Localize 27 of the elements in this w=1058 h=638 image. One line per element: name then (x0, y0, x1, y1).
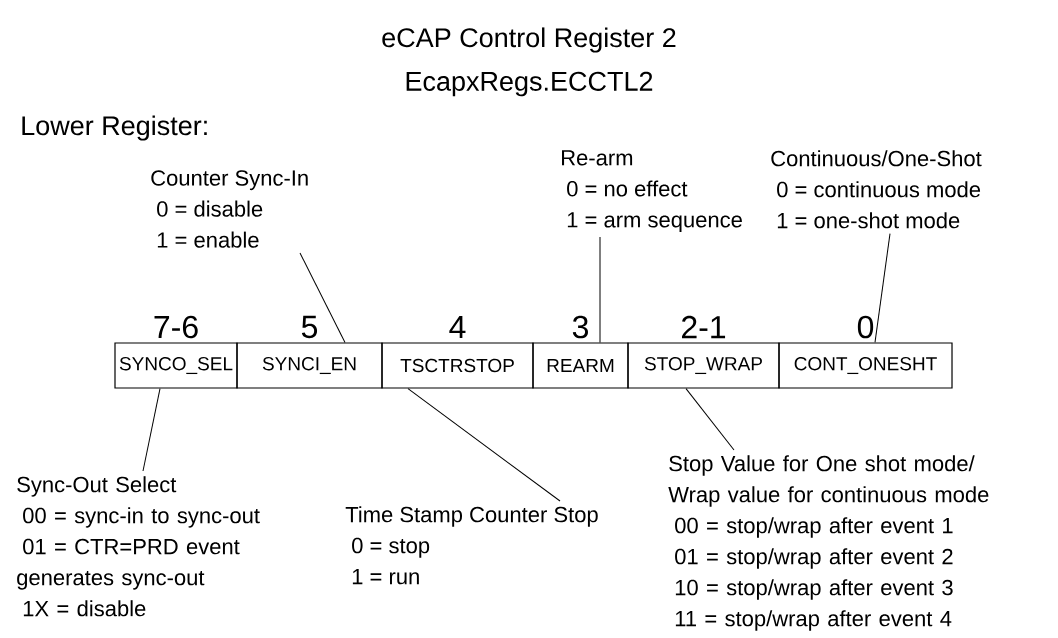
bit-number: 0 (857, 315, 874, 339)
register-name: EcapxRegs.ECCTL2 (406, 71, 653, 97)
register-field: SYNCO_SEL (114, 342, 238, 389)
bit-number: 3 (572, 315, 588, 339)
leader-line (685, 388, 735, 451)
leader-line (874, 233, 891, 343)
register-field: CONT_ONESHT (778, 342, 953, 389)
leader-line (599, 236, 601, 343)
leader-line (142, 388, 161, 472)
bit-number: 4 (449, 316, 466, 338)
register-field: SYNCI_EN (236, 342, 383, 389)
leader-line (299, 252, 346, 343)
title: eCAP Control Register 2 (382, 27, 676, 53)
bit-number: 5 (301, 315, 318, 339)
bit-description: Continuous/One-Shot 0 = continuous mode 1 = one-shot mode (771, 150, 982, 229)
register-field: TSCTRSTOP (381, 342, 534, 389)
bit-description: Stop Value for One shot mode/ Wrap value for continuous mode 00 = stop/wrap after event 1 01 = stop/wrap after event 2 10 = stop/wrap after event 3 11 = stop/wrap after event 4 (668, 455, 989, 631)
leader-line (407, 388, 561, 502)
bit-description: Counter Sync-In 0 = disable 1 = enable (151, 170, 308, 248)
bit-description: Time Stamp Counter Stop 0 = stop 1 = run (345, 506, 598, 585)
bit-number: 7-6 (154, 315, 198, 339)
register-field: STOP_WRAP (627, 342, 780, 389)
bit-description: Re-arm 0 = no effect 1 = arm sequence (562, 150, 742, 232)
register-field: REARM (532, 342, 629, 389)
bit-description: Sync-Out Select 00 = sync-in to sync-out 01 = CTR=PRD event generates sync-out 1X = disable (17, 476, 260, 617)
section-heading: Lower Register: (22, 115, 207, 141)
bit-number: 2-1 (682, 315, 726, 339)
